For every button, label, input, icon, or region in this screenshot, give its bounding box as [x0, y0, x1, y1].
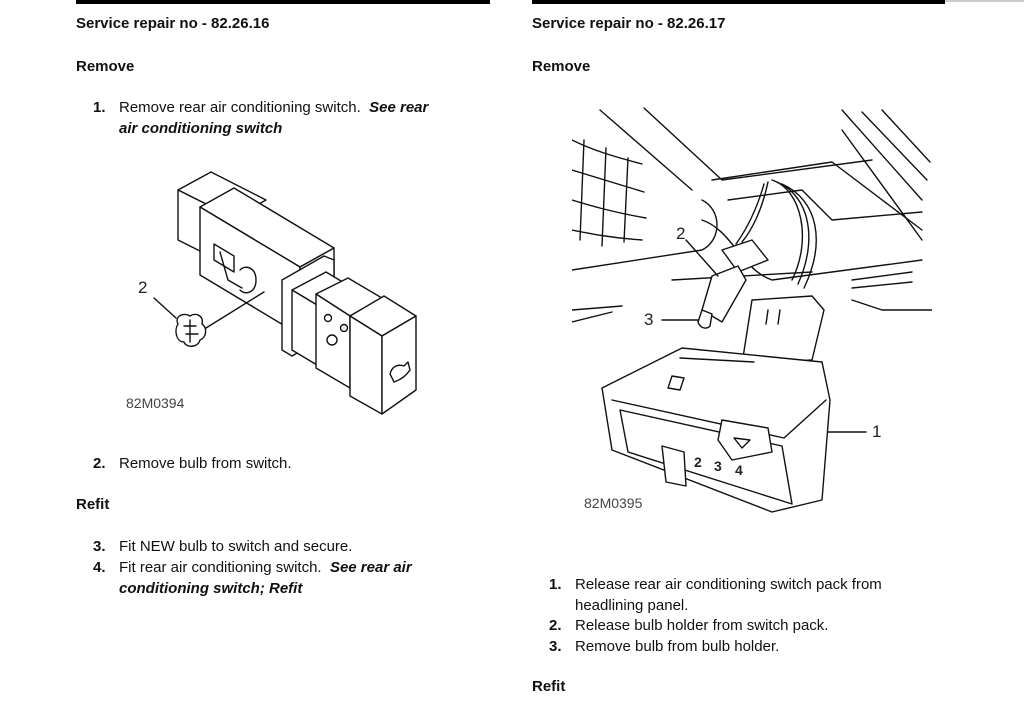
header-rule-right [532, 0, 945, 4]
remove-step-1: 1. Release rear air conditioning switch … [549, 576, 882, 614]
remove-heading: Remove [76, 58, 135, 75]
refit-step-4: 4. Fit rear air conditioning switch. See… [93, 559, 412, 597]
service-repair-title: Service repair no - 82.26.17 [532, 15, 726, 32]
step-text: Fit rear air conditioning switch. [119, 559, 322, 576]
switch-number: 3 [714, 458, 722, 474]
service-repair-title: Service repair no - 82.26.16 [76, 15, 270, 32]
switch-pack-diagram: 2 3 1 2 3 4 82M0395 [572, 100, 932, 520]
switch-number: 2 [694, 454, 702, 470]
callout-1: 1 [872, 422, 882, 441]
cross-reference-link[interactable]: See rear [369, 99, 429, 116]
cross-reference-link[interactable]: air conditioning switch [119, 120, 283, 137]
callout-2: 2 [676, 224, 686, 243]
switch-pack-illustration [572, 107, 932, 513]
remove-step-3: 3. Remove bulb from bulb holder. [549, 638, 780, 655]
refit-heading: Refit [532, 678, 566, 695]
header-rule-gray [945, 0, 1024, 2]
remove-step-2: 2. Remove bulb from switch. [93, 455, 292, 472]
cross-reference-link[interactable]: See rear air [329, 559, 412, 576]
step-text: Remove rear air conditioning switch. [119, 99, 361, 116]
switch-illustration [153, 171, 417, 415]
remove-step-2: 2. Release bulb holder from switch pack. [549, 617, 829, 634]
switch-bulb-diagram: 2 82M0394 [116, 160, 436, 420]
figure-label: 82M0394 [126, 395, 185, 411]
callout-2: 2 [138, 278, 148, 297]
refit-heading: Refit [76, 496, 110, 513]
remove-step-1: 1. Remove rear air conditioning switch. … [93, 99, 429, 137]
callout-3: 3 [644, 310, 654, 329]
remove-heading: Remove [532, 58, 591, 75]
figure-label: 82M0395 [584, 495, 643, 511]
header-rule-left [76, 0, 490, 4]
refit-step-3: 3. Fit NEW bulb to switch and secure. [93, 538, 353, 555]
switch-number: 4 [735, 462, 743, 478]
cross-reference-link[interactable]: conditioning switch; Refit [119, 580, 303, 597]
